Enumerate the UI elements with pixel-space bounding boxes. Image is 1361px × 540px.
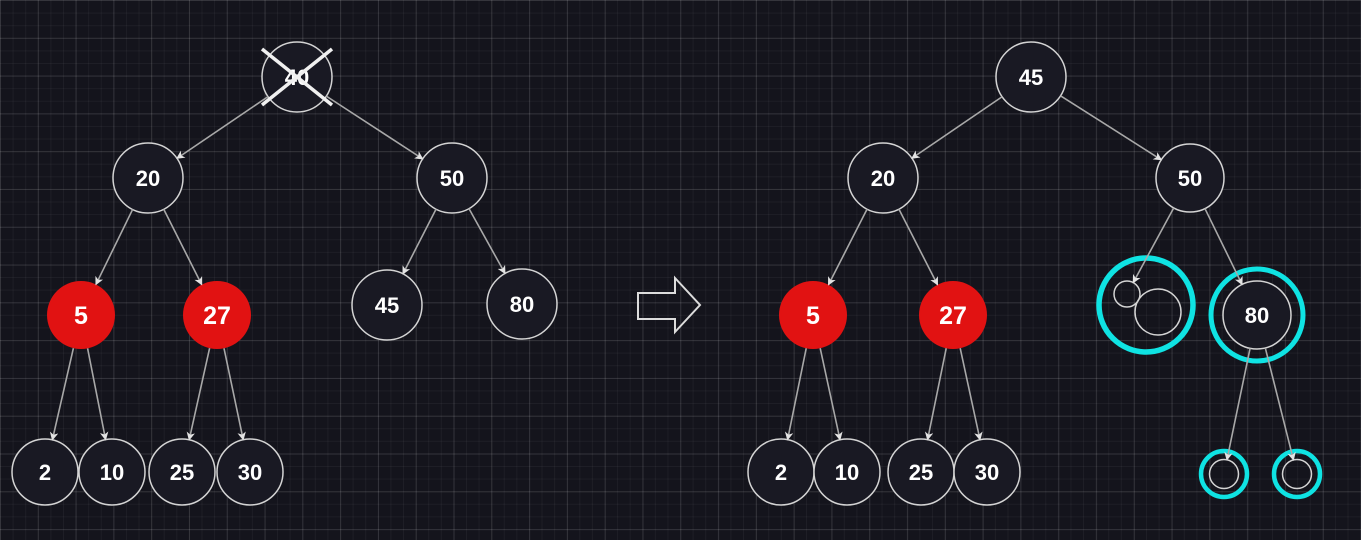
edge-50-45 bbox=[402, 208, 437, 275]
node-50: 50 bbox=[1155, 143, 1225, 213]
node-circle bbox=[847, 142, 919, 214]
empty-node-circle bbox=[1134, 288, 1182, 336]
node-80: 80 bbox=[486, 268, 558, 340]
node-40: 40 bbox=[260, 41, 334, 113]
red-node-circle bbox=[183, 281, 251, 349]
node-20: 20 bbox=[112, 142, 184, 214]
node-circle bbox=[953, 438, 1021, 506]
tree-before: 40 20 50 5 27 45 80 2 10 25 30 bbox=[11, 41, 558, 506]
node-circle bbox=[112, 142, 184, 214]
node-circle bbox=[216, 438, 284, 506]
node-label: 30 bbox=[975, 460, 999, 485]
edge-27-25 bbox=[924, 348, 947, 441]
node-2: 2 bbox=[747, 438, 815, 506]
edge-20-27 bbox=[163, 208, 203, 286]
node-20: 20 bbox=[847, 142, 919, 214]
edge-45-50 bbox=[1060, 95, 1163, 161]
node-label: 10 bbox=[835, 460, 859, 485]
node-label: 20 bbox=[136, 166, 160, 191]
node-label: 30 bbox=[238, 460, 262, 485]
node-50: 50 bbox=[416, 142, 488, 214]
empty-node-circle bbox=[1208, 458, 1240, 490]
node-label: 50 bbox=[1178, 166, 1202, 191]
empty-node-circle bbox=[1281, 458, 1313, 490]
node-label: 25 bbox=[909, 460, 933, 485]
node-25: 25 bbox=[887, 438, 955, 506]
edge-5-10 bbox=[819, 348, 843, 441]
empty-node-circle bbox=[1113, 280, 1141, 308]
edge-5-10 bbox=[86, 348, 109, 441]
edge-20-5 bbox=[95, 209, 134, 286]
node-empty-right bbox=[1271, 448, 1323, 500]
node-30: 30 bbox=[216, 438, 284, 506]
node-empty-left bbox=[1198, 448, 1250, 500]
node-label: 80 bbox=[1245, 303, 1269, 328]
edge-50-80 bbox=[468, 208, 506, 275]
node-label: 25 bbox=[170, 460, 194, 485]
tree-after: 45 20 50 5 27 80 2 10 25 30 bbox=[747, 41, 1323, 506]
highlight-ring bbox=[1271, 448, 1323, 500]
highlight-ring bbox=[1096, 255, 1196, 355]
node-circle bbox=[813, 438, 881, 506]
node-label: 45 bbox=[1019, 65, 1043, 90]
edge-20-5 bbox=[827, 208, 868, 286]
node-circle bbox=[1155, 143, 1225, 213]
node-25: 25 bbox=[148, 438, 216, 506]
node-label: 20 bbox=[871, 166, 895, 191]
edge-27-30 bbox=[959, 348, 983, 441]
edge-27-30 bbox=[223, 348, 246, 441]
node-80: 80 bbox=[1208, 266, 1306, 364]
node-circle bbox=[995, 41, 1067, 113]
node-30: 30 bbox=[953, 438, 1021, 506]
node-circle bbox=[11, 438, 79, 506]
node-45: 45 bbox=[995, 41, 1067, 113]
red-node-circle bbox=[779, 281, 847, 349]
highlight-ring bbox=[1208, 266, 1306, 364]
edge-80-empty-left bbox=[1224, 348, 1251, 461]
node-label: 45 bbox=[375, 293, 399, 318]
node-label: 50 bbox=[440, 166, 464, 191]
node-label: 10 bbox=[100, 460, 124, 485]
node-circle bbox=[1222, 280, 1292, 350]
node-circle bbox=[148, 438, 216, 506]
edge-50-80 bbox=[1204, 208, 1243, 286]
node-10: 10 bbox=[78, 438, 146, 506]
edge-80-empty-right bbox=[1264, 347, 1296, 461]
red-node-circle bbox=[919, 281, 987, 349]
edge-50-swap bbox=[1132, 207, 1175, 284]
node-swap bbox=[1096, 255, 1196, 355]
edge-5-2 bbox=[49, 347, 75, 441]
node-circle bbox=[486, 268, 558, 340]
node-label: 27 bbox=[203, 302, 231, 330]
node-45: 45 bbox=[351, 269, 423, 341]
node-2: 2 bbox=[11, 438, 79, 506]
edge-20-27 bbox=[898, 208, 939, 286]
transition-arrow-icon bbox=[637, 275, 702, 335]
node-10: 10 bbox=[813, 438, 881, 506]
edge-5-2 bbox=[784, 348, 807, 441]
node-label: 80 bbox=[510, 292, 534, 317]
node-27: 27 bbox=[183, 281, 251, 349]
edge-40-20 bbox=[176, 95, 269, 160]
node-5: 5 bbox=[779, 281, 847, 349]
red-node-circle bbox=[47, 281, 115, 349]
node-label: 5 bbox=[806, 302, 820, 330]
node-label: 2 bbox=[775, 460, 787, 485]
node-label: 2 bbox=[39, 460, 51, 485]
highlight-ring bbox=[1198, 448, 1250, 500]
node-circle bbox=[351, 269, 423, 341]
node-5: 5 bbox=[47, 281, 115, 349]
node-circle bbox=[416, 142, 488, 214]
deleted-cross-icon bbox=[260, 47, 334, 107]
node-27: 27 bbox=[919, 281, 987, 349]
edge-45-20 bbox=[911, 96, 1003, 159]
node-label: 27 bbox=[939, 302, 967, 330]
node-label: 5 bbox=[74, 302, 88, 330]
node-circle bbox=[78, 438, 146, 506]
edge-40-50 bbox=[325, 95, 424, 160]
edge-27-25 bbox=[186, 348, 211, 441]
